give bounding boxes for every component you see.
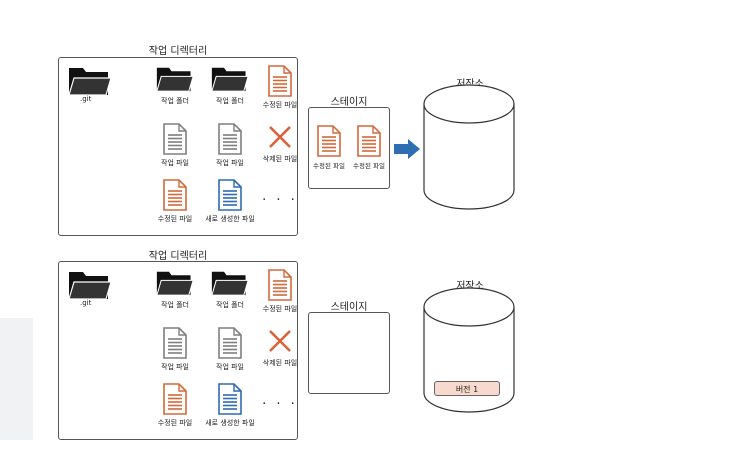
staged-file-0: 수정된 파일 — [307, 125, 351, 170]
file-icon — [200, 327, 260, 359]
ellipsis-icon: · · · — [262, 397, 298, 412]
modified-file-icon — [347, 125, 391, 157]
staged-file-label: 수정된 파일 — [353, 162, 385, 170]
top-workdir-item-2: 작업 폴더 — [200, 65, 260, 106]
ellipsis-icon: · · · — [262, 193, 298, 208]
modified-file-icon — [307, 125, 351, 157]
bottom-workdir-item-8: 새로 생성한 파일 — [200, 383, 260, 428]
top-workdir-item-label: 삭제된 파일 — [262, 155, 298, 163]
top-stage-title: 스테이지 — [330, 97, 368, 108]
folder-icon — [145, 65, 205, 93]
file-icon — [145, 327, 205, 359]
staged-file-label: 수정된 파일 — [313, 162, 345, 170]
modified-file-icon — [250, 269, 310, 301]
top-workdir-item-1: 작업 폴더 — [145, 65, 205, 106]
file-icon — [200, 123, 260, 155]
top-workdir-item-6: 삭제된 파일 — [250, 123, 310, 164]
top-workdir-item-5: 작업 파일 — [200, 123, 260, 168]
top-workdir-item-9: · · · — [250, 189, 310, 208]
top-repository-cylinder — [423, 84, 515, 210]
bottom-workdir-item-4: 작업 파일 — [145, 327, 205, 372]
bottom-workdir-item-label: .git — [80, 299, 92, 307]
bottom-workdir-item-2: 작업 폴더 — [200, 269, 260, 310]
bottom-workdir-item-9: · · · — [250, 393, 310, 412]
bottom-workdir-item-0: .git — [60, 269, 120, 307]
left-edge-strip — [0, 318, 33, 440]
bottom-workdir-item-label: 작업 파일 — [161, 363, 189, 371]
modified-file-icon — [250, 65, 310, 97]
top-workdir-item-4: 작업 파일 — [145, 123, 205, 168]
new-file-icon — [200, 179, 260, 211]
bottom-repo-title: 저장소 — [456, 281, 484, 292]
folder-icon — [145, 269, 205, 297]
file-icon — [145, 123, 205, 155]
bottom-workdir-item-7: 수정된 파일 — [145, 383, 205, 428]
bottom-workdir-item-label: 수정된 파일 — [262, 305, 298, 313]
top-workdir-item-label: .git — [80, 95, 92, 103]
folder-icon — [200, 65, 260, 93]
bottom-stage-box — [308, 312, 390, 394]
bottom-workdir-item-3: 수정된 파일 — [250, 269, 310, 314]
top-workdir-item-label: 수정된 파일 — [157, 215, 193, 223]
commit-arrow-icon — [394, 139, 420, 159]
staged-file-1: 수정된 파일 — [347, 125, 391, 170]
top-workdir-item-label: 작업 파일 — [161, 159, 189, 167]
top-workdir-item-0: .git — [60, 65, 120, 103]
new-file-icon — [200, 383, 260, 415]
bottom-workdir-item-label: 작업 파일 — [216, 363, 244, 371]
bottom-workdir-item-label: 수정된 파일 — [157, 419, 193, 427]
top-workdir-item-label: 작업 폴더 — [216, 97, 244, 105]
folder-icon — [60, 65, 120, 97]
bottom-workdir-item-6: 삭제된 파일 — [250, 327, 310, 368]
repo-version-badge: 버전 1 — [434, 381, 500, 396]
top-workdir-item-label: 새로 생성한 파일 — [205, 215, 255, 223]
top-workdir-item-label: 작업 폴더 — [161, 97, 189, 105]
delete-x-icon — [250, 123, 310, 151]
folder-icon — [200, 269, 260, 297]
bottom-workdir-title: 작업 디렉터리 — [148, 251, 208, 262]
bottom-workdir-item-label: 삭제된 파일 — [262, 359, 298, 367]
top-workdir-item-label: 수정된 파일 — [262, 101, 298, 109]
modified-file-icon — [145, 383, 205, 415]
top-workdir-item-3: 수정된 파일 — [250, 65, 310, 110]
bottom-workdir-item-label: 새로 생성한 파일 — [205, 419, 255, 427]
bottom-workdir-item-5: 작업 파일 — [200, 327, 260, 372]
bottom-workdir-item-label: 작업 폴더 — [161, 301, 189, 309]
top-workdir-item-label: 작업 파일 — [216, 159, 244, 167]
top-workdir-item-8: 새로 생성한 파일 — [200, 179, 260, 224]
folder-icon — [60, 269, 120, 301]
delete-x-icon — [250, 327, 310, 355]
bottom-workdir-item-1: 작업 폴더 — [145, 269, 205, 310]
bottom-workdir-item-label: 작업 폴더 — [216, 301, 244, 309]
top-workdir-title: 작업 디렉터리 — [148, 46, 208, 57]
modified-file-icon — [145, 179, 205, 211]
bottom-stage-title: 스테이지 — [330, 302, 368, 313]
top-workdir-item-7: 수정된 파일 — [145, 179, 205, 224]
